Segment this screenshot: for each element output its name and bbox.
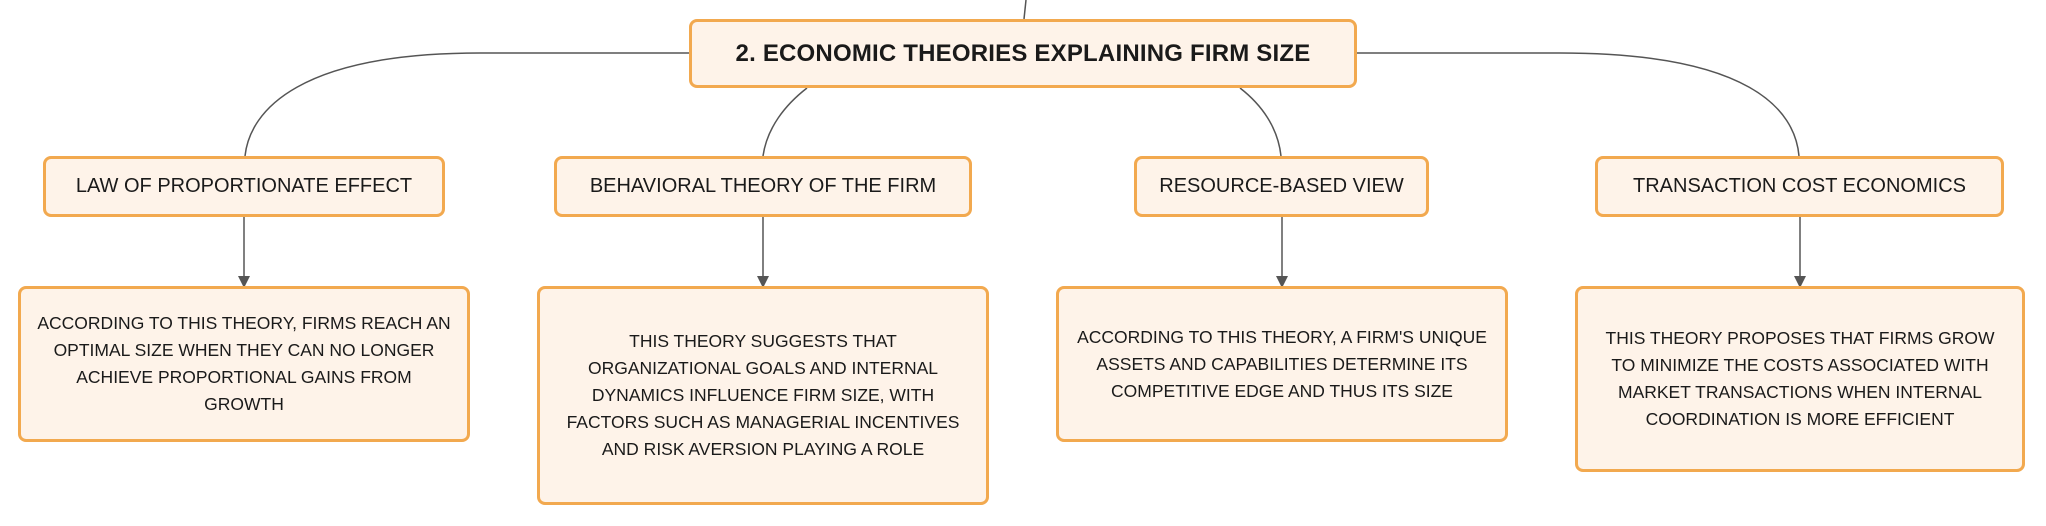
connector-root-to-branch-2 bbox=[762, 87, 808, 157]
branch-node-label: RESOURCE-BASED VIEW bbox=[1159, 175, 1404, 197]
leaf-node-description: THIS THEORY SUGGESTS THAT ORGANIZATIONAL… bbox=[566, 331, 960, 459]
leaf-node-description: ACCORDING TO THIS THEORY, FIRMS REACH AN… bbox=[37, 313, 451, 414]
leaf-node-law-of-proportionate-effect[interactable]: ACCORDING TO THIS THEORY, FIRMS REACH AN… bbox=[18, 286, 470, 442]
leaf-node-behavioral-theory[interactable]: THIS THEORY SUGGESTS THAT ORGANIZATIONAL… bbox=[537, 286, 989, 505]
leaf-node-description: ACCORDING TO THIS THEORY, A FIRM'S UNIQU… bbox=[1077, 326, 1487, 401]
connector-root-to-branch-4 bbox=[1357, 52, 1800, 157]
connector-parent-to-root bbox=[1023, 0, 1027, 20]
branch-node-label: BEHAVIORAL THEORY OF THE FIRM bbox=[589, 175, 937, 197]
root-node-label: 2. ECONOMIC THEORIES EXPLAINING FIRM SIZ… bbox=[735, 39, 1311, 67]
branch-node-label: TRANSACTION COST ECONOMICS bbox=[1633, 175, 1966, 197]
branch-node-label: LAW OF PROPORTIONATE EFFECT bbox=[75, 175, 413, 197]
branch-node-resource-based-view[interactable]: RESOURCE-BASED VIEW bbox=[1134, 156, 1429, 217]
connector-root-to-branch-3 bbox=[1239, 87, 1282, 157]
leaf-node-description: THIS THEORY PROPOSES THAT FIRMS GROW TO … bbox=[1605, 328, 1995, 429]
branch-node-transaction-cost-economics[interactable]: TRANSACTION COST ECONOMICS bbox=[1595, 156, 2004, 217]
branch-node-behavioral-theory[interactable]: BEHAVIORAL THEORY OF THE FIRM bbox=[554, 156, 972, 217]
root-node[interactable]: 2. ECONOMIC THEORIES EXPLAINING FIRM SIZ… bbox=[689, 19, 1357, 88]
connector-root-to-branch-1 bbox=[244, 52, 689, 157]
branch-node-law-of-proportionate-effect[interactable]: LAW OF PROPORTIONATE EFFECT bbox=[43, 156, 445, 217]
leaf-node-resource-based-view[interactable]: ACCORDING TO THIS THEORY, A FIRM'S UNIQU… bbox=[1056, 286, 1508, 442]
leaf-node-transaction-cost-economics[interactable]: THIS THEORY PROPOSES THAT FIRMS GROW TO … bbox=[1575, 286, 2025, 472]
